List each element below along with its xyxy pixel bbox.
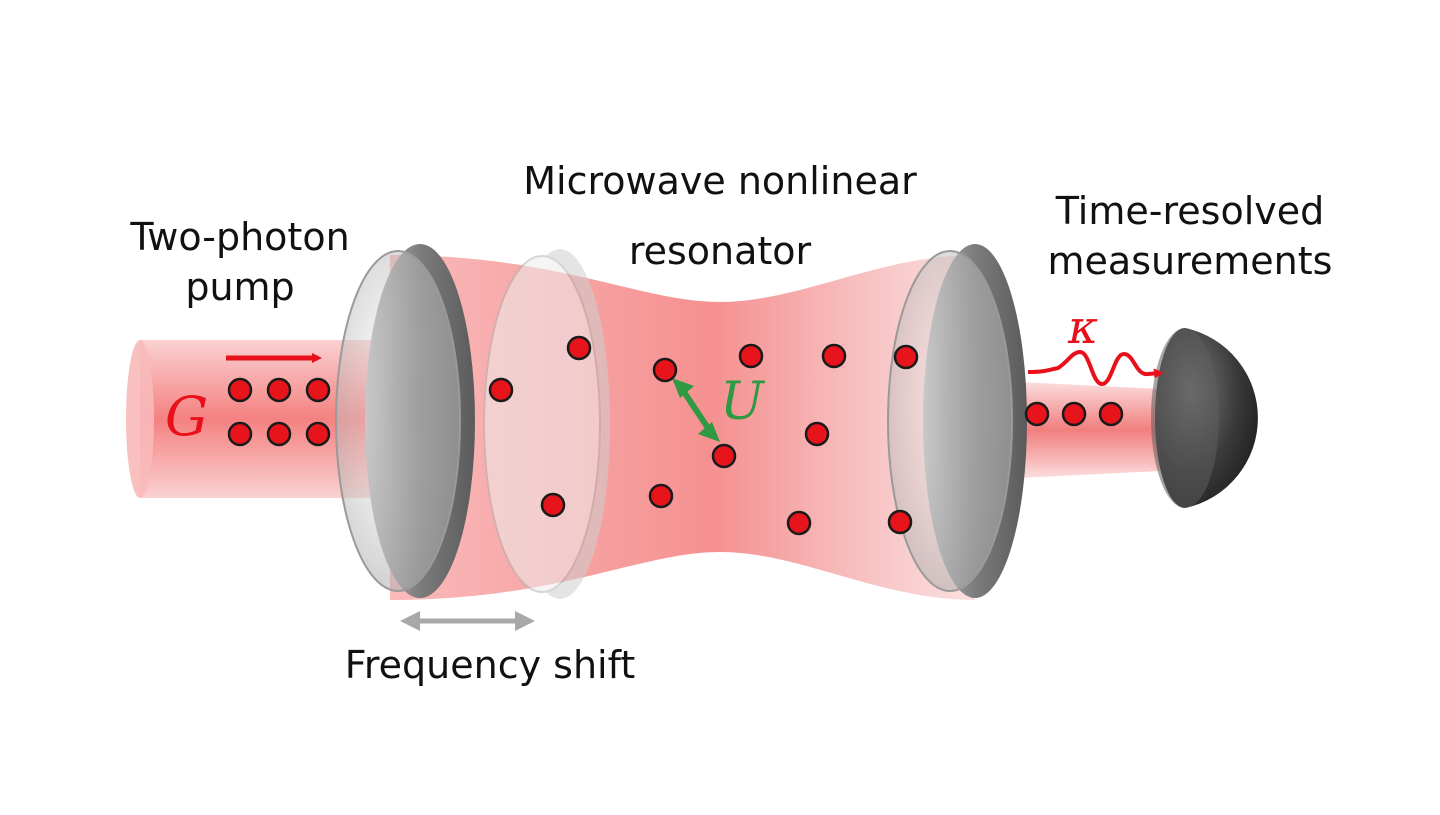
input-mirror bbox=[335, 244, 475, 598]
detector bbox=[1151, 328, 1258, 508]
output-beam bbox=[1020, 382, 1180, 478]
measurement-label-line2: measurements bbox=[1047, 239, 1333, 283]
cavity-photon bbox=[738, 343, 764, 369]
frequency-shift-arrow bbox=[400, 611, 535, 631]
decay-symbol: κ bbox=[1068, 300, 1099, 354]
pump-rate-symbol: G bbox=[165, 385, 209, 448]
cavity-photon bbox=[652, 357, 678, 383]
pump-photon bbox=[266, 421, 292, 447]
movable-mirror bbox=[483, 249, 610, 599]
measurement-label-line1: Time-resolved bbox=[1055, 189, 1325, 233]
cavity-photon bbox=[540, 492, 566, 518]
resonator-label-line2: resonator bbox=[628, 229, 812, 273]
frequency-shift-label: Frequency shift bbox=[344, 643, 636, 687]
pump-label-line2: pump bbox=[185, 265, 295, 309]
cavity-photon bbox=[488, 377, 514, 403]
resonator-label-line1: Microwave nonlinear bbox=[523, 159, 917, 203]
measurement-label: Time-resolved measurements bbox=[1030, 186, 1350, 286]
interaction-symbol: U bbox=[720, 372, 764, 432]
interaction-arrow bbox=[672, 378, 720, 442]
cavity-photon bbox=[804, 421, 830, 447]
output-photon bbox=[1098, 401, 1124, 427]
cavity-photon bbox=[893, 344, 919, 370]
resonator-label: Microwave nonlinear resonator bbox=[500, 146, 940, 286]
output-photon bbox=[1024, 401, 1050, 427]
pump-photon bbox=[305, 421, 331, 447]
cavity-photon bbox=[566, 335, 592, 361]
pump-label: Two-photon pump bbox=[100, 212, 380, 312]
cavity-photon bbox=[711, 443, 737, 469]
cavity-photon bbox=[887, 509, 913, 535]
pump-photon bbox=[305, 377, 331, 403]
pump-photon bbox=[227, 421, 253, 447]
pump-photon bbox=[266, 377, 292, 403]
cavity-photon bbox=[821, 343, 847, 369]
cavity-photon bbox=[648, 483, 674, 509]
output-photon bbox=[1061, 401, 1087, 427]
photon-layer bbox=[227, 335, 1124, 536]
pump-photon bbox=[227, 377, 253, 403]
decay-arrow bbox=[1027, 349, 1164, 387]
cavity-photon bbox=[786, 510, 812, 536]
output-mirror bbox=[887, 244, 1027, 598]
pump-label-line1: Two-photon bbox=[130, 215, 350, 259]
